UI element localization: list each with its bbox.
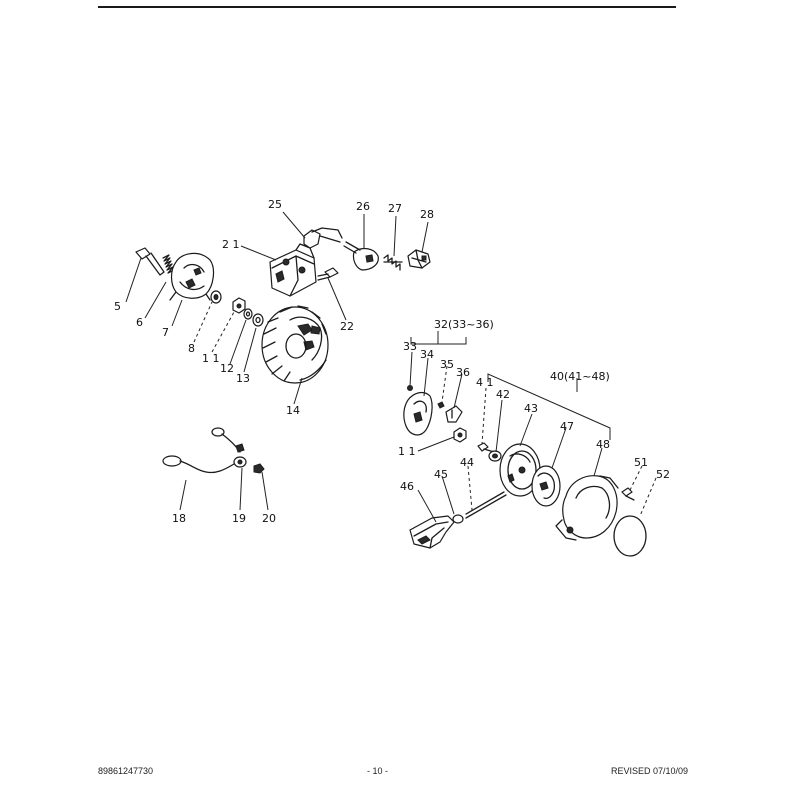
- part-36-pawl: [445, 405, 463, 423]
- part-47-spring: [531, 465, 561, 507]
- callout-35: 35: [440, 358, 454, 371]
- callout-26: 26: [356, 200, 370, 213]
- part-42-washer: [488, 450, 502, 462]
- callout-52: 52: [656, 468, 670, 481]
- callout-12: 12: [220, 362, 234, 375]
- part-33-screw: [407, 385, 413, 391]
- part-51-screw: [621, 487, 635, 501]
- callout-5: 5: [114, 300, 121, 313]
- part-52-ring: [613, 515, 647, 557]
- callout-11-lower: 1 1: [398, 445, 416, 458]
- callout-45: 45: [434, 468, 448, 481]
- part-46-handle: [409, 515, 455, 549]
- part-35-spring: [437, 401, 445, 409]
- part-18-wire: [162, 455, 247, 474]
- callout-51: 51: [634, 456, 648, 469]
- callout-11-upper: 1 1: [202, 352, 220, 365]
- callout-42: 42: [496, 388, 510, 401]
- part-21-ignition-coil: [269, 243, 317, 297]
- leader-lines: [125, 211, 657, 523]
- part-48-starter-case: [555, 475, 619, 541]
- callout-25: 25: [268, 198, 282, 211]
- callout-46: 46: [400, 480, 414, 493]
- callout-19: 19: [232, 512, 246, 525]
- callout-33: 33: [403, 340, 417, 353]
- callout-6: 6: [136, 316, 143, 329]
- callout-20: 20: [262, 512, 276, 525]
- part-6-spring: [162, 254, 175, 274]
- part-11-nut: [232, 297, 246, 314]
- callout-18: 18: [172, 512, 186, 525]
- part-20-grommet: [253, 463, 265, 474]
- callout-47: 47: [560, 420, 574, 433]
- callout-32: 32(33~36): [434, 318, 494, 331]
- callout-8: 8: [188, 342, 195, 355]
- document-number: 89861247730: [98, 766, 154, 776]
- part-34-ratchet: [403, 391, 433, 436]
- callout-34: 34: [420, 348, 434, 361]
- callout-28: 28: [420, 208, 434, 221]
- callout-21: 2 1: [222, 238, 240, 251]
- revision-date: REVISED 07/10/09: [610, 766, 688, 776]
- header-rule: [98, 6, 676, 8]
- page-number: - 10 -: [367, 766, 389, 776]
- callout-43: 43: [524, 402, 538, 415]
- part-41-screw: [477, 442, 495, 453]
- part-26-plug-boot: [343, 241, 379, 271]
- part-7-clutch-shoe: [169, 252, 215, 301]
- part-43-pulley: [499, 443, 541, 497]
- callout-36: 36: [456, 366, 470, 379]
- part-8-washer: [210, 290, 222, 304]
- part-27-spring-terminal: [383, 254, 403, 271]
- part-13-washer: [252, 313, 264, 327]
- callout-14: 14: [286, 404, 300, 417]
- part-14-flywheel: [261, 305, 329, 384]
- part-25-bracket: [303, 227, 343, 249]
- part-45-washer: [452, 514, 464, 524]
- part-5-bolt: [135, 247, 165, 276]
- callout-7: 7: [162, 326, 169, 339]
- part-19-wire: [211, 427, 245, 453]
- part-12-washer: [243, 308, 253, 320]
- part-11-nut-lower: [453, 427, 467, 443]
- callout-41: 4 1: [476, 376, 494, 389]
- callout-48: 48: [596, 438, 610, 451]
- callout-labels: 25 26 27 28 2 1 5 6 7 8 1 1 12 13 22 14 …: [114, 198, 670, 525]
- callout-27: 27: [388, 202, 402, 215]
- part-22-bolt: [317, 267, 339, 281]
- part-28-spark-plug: [407, 249, 431, 269]
- part-44-rope: [465, 491, 507, 519]
- callout-44: 44: [460, 456, 474, 469]
- callout-40: 40(41~48): [550, 370, 610, 383]
- callout-13: 13: [236, 372, 250, 385]
- callout-22: 22: [340, 320, 354, 333]
